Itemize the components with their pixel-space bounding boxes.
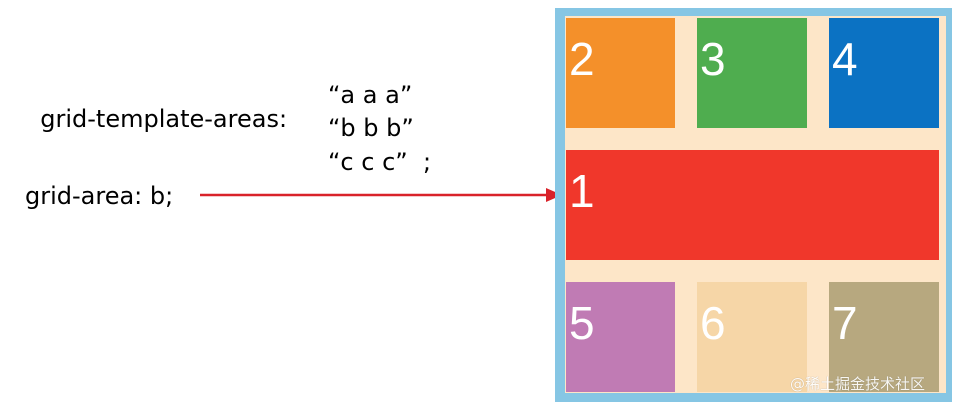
grid-item-6: 6 [697,282,807,392]
arrow-head [546,188,562,202]
grid-item-3: 3 [697,18,807,128]
grid-area-declaration: grid-area: b; [25,182,174,210]
grid-item-7: 7 [829,282,939,392]
grid-template-areas-row-c: “c c c” ; [328,148,432,176]
watermark: @稀土掘金技术社区 [790,375,926,393]
grid-item-5: 5 [566,282,675,392]
grid-item-2: 2 [566,18,675,128]
grid-item-4: 4 [829,18,939,128]
grid-template-areas-line: grid-template-areas: “a a a” [25,83,412,155]
grid-template-areas-property: grid-template-areas: [40,105,288,133]
grid-template-areas-row-b: “b b b” [328,114,414,142]
grid-template-areas-row-a: “a a a” [328,81,413,109]
grid-item-1: 1 [566,150,939,260]
